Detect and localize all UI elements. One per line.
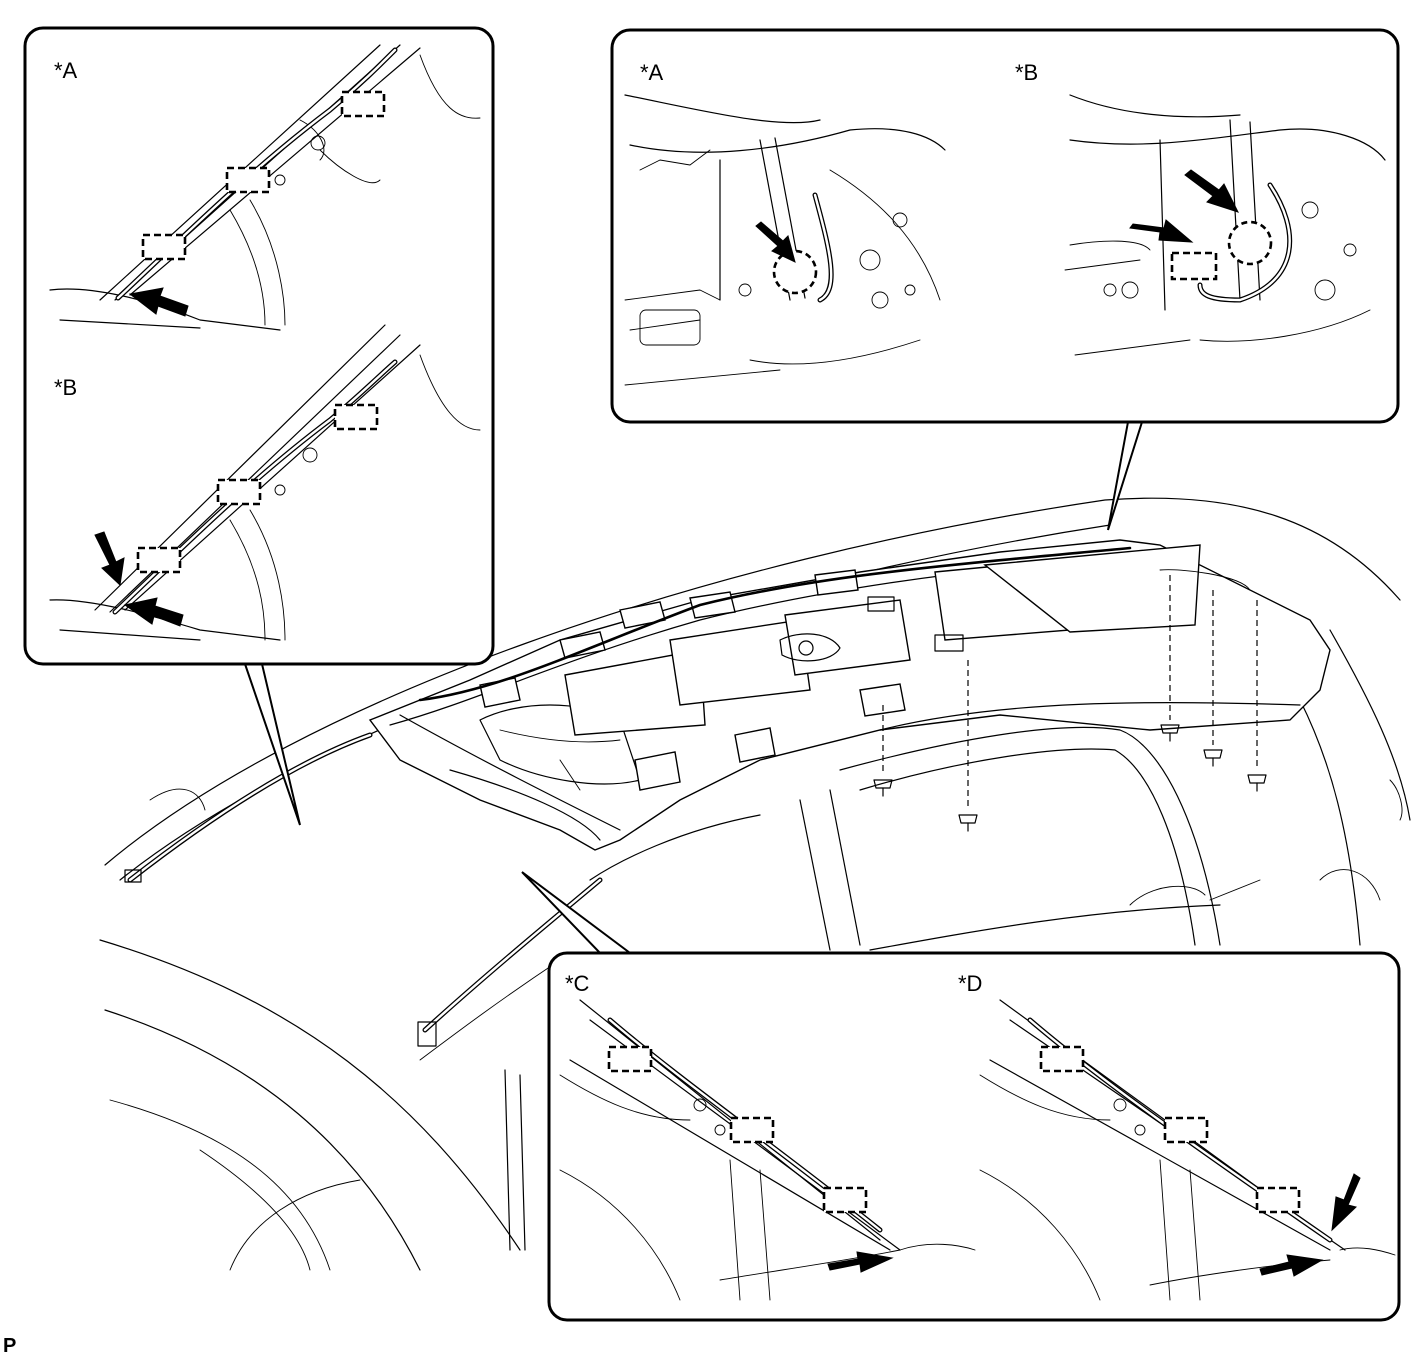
view-label-c: *C	[565, 971, 590, 996]
clip-marker	[729, 1116, 775, 1144]
vehicle-body-outline	[99, 497, 1411, 1271]
clip-marker	[1227, 220, 1273, 266]
bolt	[958, 814, 978, 832]
rear-view-a	[624, 94, 946, 386]
callout-front-pillar-left	[23, 26, 495, 666]
arrow-icon	[1259, 1254, 1324, 1277]
clip-marker	[822, 1186, 868, 1214]
view-label-d: *D	[958, 971, 983, 996]
arrow-icon	[128, 287, 189, 317]
view-label-a-right: *A	[640, 60, 664, 85]
arrow-icon	[1331, 1173, 1361, 1232]
arrow-icon	[94, 531, 125, 587]
arrow-icon	[1184, 169, 1239, 213]
clip-marker	[225, 166, 271, 194]
view-label-b-right: *B	[1015, 60, 1039, 85]
arrow-icon	[755, 221, 796, 263]
clip-marker	[136, 546, 182, 574]
bolt	[1203, 749, 1223, 767]
headliner-assembly	[368, 539, 1331, 851]
clip-marker	[141, 233, 187, 261]
bolt	[1247, 774, 1267, 792]
clip-marker	[772, 249, 818, 295]
figure-code: P	[3, 1335, 17, 1357]
mounting-bolts	[873, 575, 1267, 832]
roof-wire-harness	[124, 546, 1132, 1047]
pillar-view-b	[49, 324, 481, 641]
pillar-view-a	[49, 44, 481, 331]
arrow-icon	[123, 597, 184, 627]
view-label-b-left: *B	[54, 375, 78, 400]
clip-marker	[1163, 1116, 1209, 1144]
callout-rear-roof	[610, 28, 1400, 424]
clip-marker	[607, 1045, 653, 1073]
bolt	[1160, 724, 1180, 742]
clip-marker	[216, 478, 262, 506]
clip-marker	[1255, 1186, 1301, 1214]
clip-marker	[1039, 1045, 1085, 1073]
pillar-view-d	[979, 999, 1396, 1301]
clip-marker	[1170, 251, 1218, 281]
pillar-view-c	[559, 999, 976, 1301]
clip-marker	[340, 90, 386, 118]
arrow-icon	[827, 1251, 894, 1273]
rear-view-b	[1064, 94, 1386, 356]
callout-pointers	[243, 421, 1144, 954]
clip-marker	[333, 403, 379, 431]
bolt	[873, 779, 893, 797]
callout-rear-pillar	[547, 951, 1401, 1322]
arrow-icon	[1129, 219, 1194, 243]
view-label-a-left: *A	[54, 58, 78, 83]
